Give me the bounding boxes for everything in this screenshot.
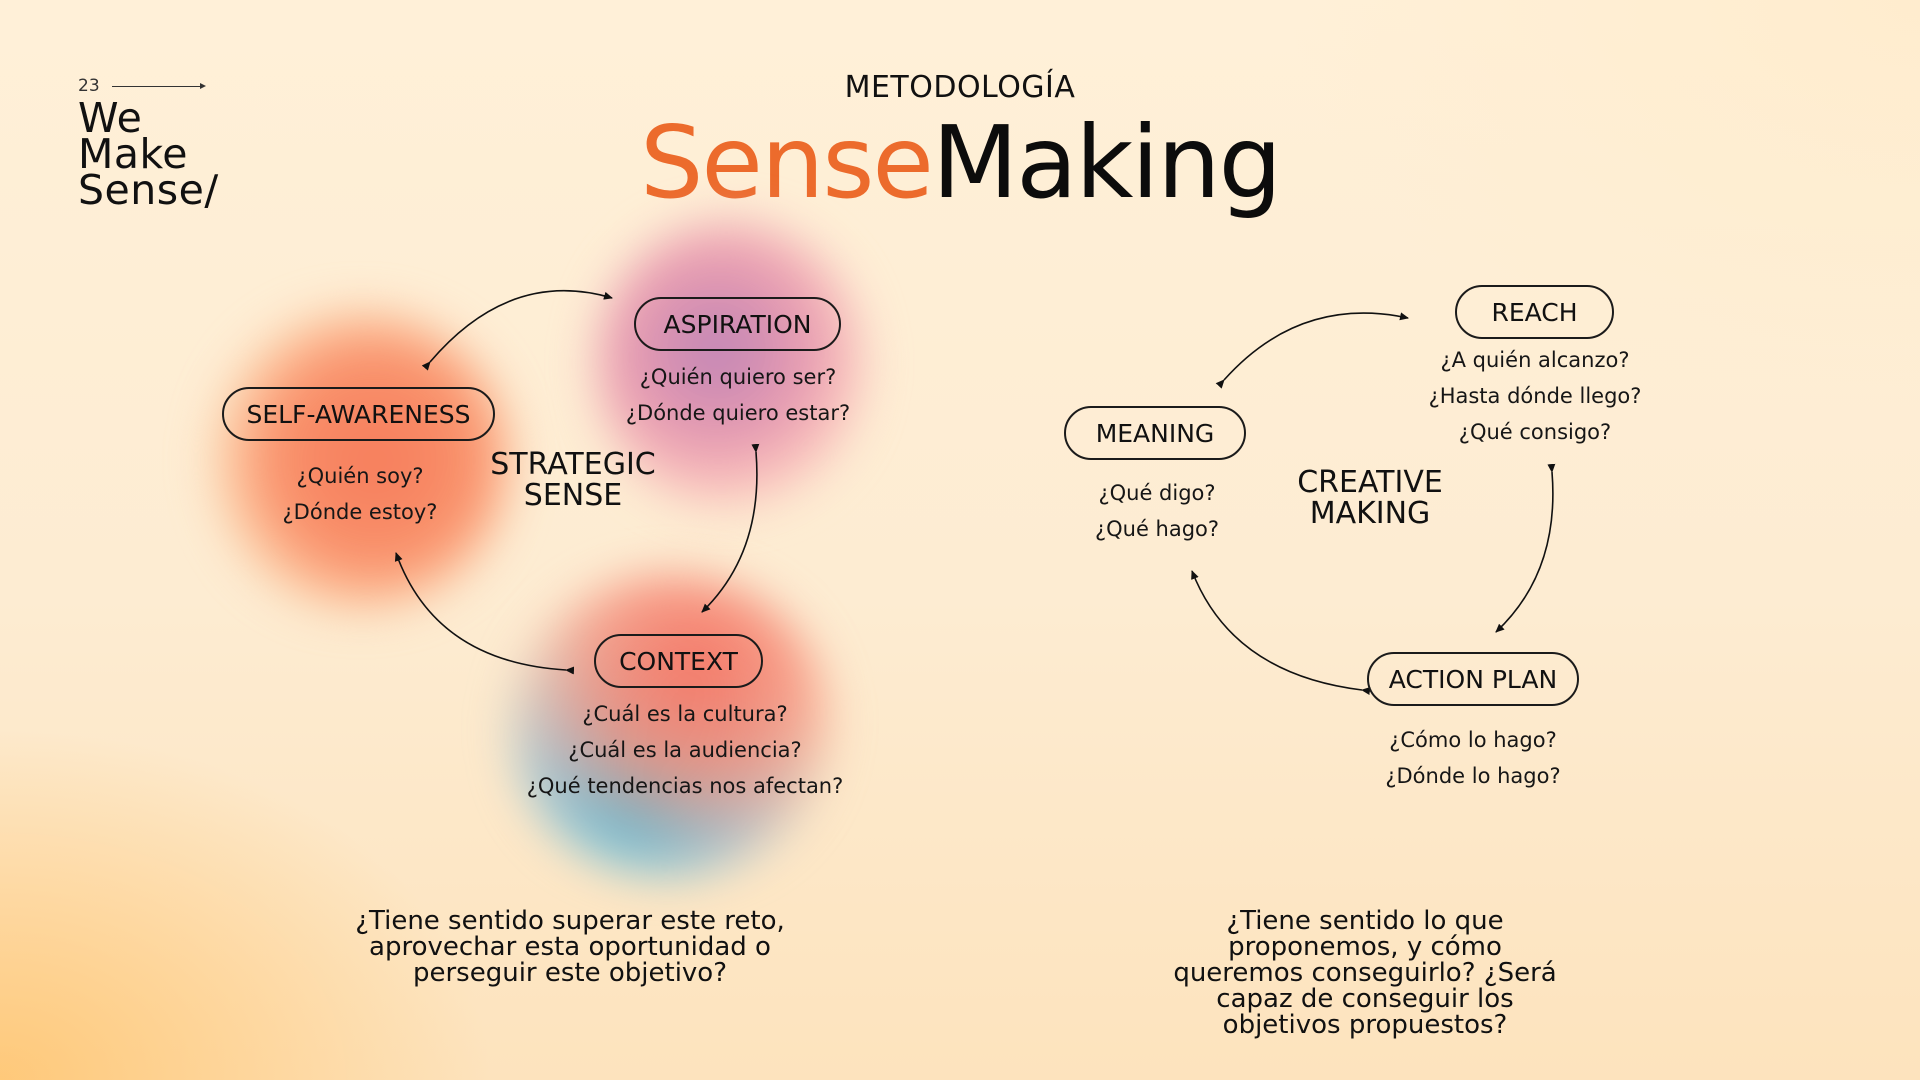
logo-line-3: Sense/ — [78, 166, 219, 214]
page-number-arrow — [112, 83, 206, 89]
page-number: 23 — [78, 76, 100, 96]
context-questions: ¿Cuál es la cultura? ¿Cuál es la audienc… — [500, 696, 870, 804]
strategic-sense-line2: SENSE — [523, 478, 623, 513]
self-awareness-questions: ¿Quién soy? ¿Dónde estoy? — [240, 458, 480, 530]
action-plan-q1: ¿Cómo lo hago? — [1389, 728, 1557, 752]
creative-making-line2: MAKING — [1309, 496, 1431, 531]
creative-bottom-line3: queremos conseguirlo? ¿Será — [1173, 958, 1557, 988]
meaning-q2: ¿Qué hago? — [1094, 517, 1220, 541]
action-plan-q2: ¿Dónde lo hago? — [1385, 764, 1561, 788]
reach-q1: ¿A quién alcanzo? — [1440, 348, 1630, 372]
strategic-bottom-line3: perseguir este objetivo? — [412, 958, 728, 988]
meaning-pill: MEANING — [1064, 406, 1246, 460]
context-q1: ¿Cuál es la cultura? — [582, 702, 788, 726]
self-awareness-q1: ¿Quién soy? — [296, 464, 424, 488]
strategic-sense-line1: STRATEGIC — [490, 447, 656, 482]
strategic-sense-label: STRATEGIC SENSE — [470, 449, 676, 511]
reach-q2: ¿Hasta dónde llego? — [1428, 384, 1642, 408]
creative-bottom-line2: proponemos, y cómo — [1228, 932, 1502, 962]
reach-questions: ¿A quién alcanzo? ¿Hasta dónde llego? ¿Q… — [1400, 342, 1670, 450]
page-kicker: METODOLOGÍA — [844, 70, 1076, 105]
action-plan-questions: ¿Cómo lo hago? ¿Dónde lo hago? — [1348, 722, 1598, 794]
title-part-sense: Sense — [639, 104, 934, 221]
reach-pill: REACH — [1455, 285, 1614, 339]
aspiration-q2: ¿Dónde quiero estar? — [625, 401, 851, 425]
aspiration-pill: ASPIRATION — [634, 297, 841, 351]
action-plan-pill: ACTION PLAN — [1367, 652, 1579, 706]
brand-logo: We Make Sense/ — [78, 94, 219, 214]
creative-making-label: CREATIVE MAKING — [1270, 467, 1470, 529]
page-title: SenseMaking — [0, 108, 1920, 218]
meaning-q1: ¿Qué digo? — [1098, 481, 1216, 505]
meaning-questions: ¿Qué digo? ¿Qué hago? — [1057, 475, 1257, 547]
context-q2: ¿Cuál es la audiencia? — [568, 738, 802, 762]
arrow-reach-to-action — [1495, 463, 1556, 633]
title-part-making: Making — [931, 104, 1282, 221]
creative-bottom-question: ¿Tiene sentido lo que proponemos, y cómo… — [1150, 908, 1580, 1038]
logo-line-1: We — [78, 94, 143, 142]
strategic-bottom-question: ¿Tiene sentido superar este reto, aprove… — [300, 908, 840, 986]
context-pill: CONTEXT — [594, 634, 763, 688]
self-awareness-pill: SELF-AWARENESS — [222, 387, 495, 441]
aspiration-q1: ¿Quién quiero ser? — [639, 365, 837, 389]
reach-q3: ¿Qué consigo? — [1458, 420, 1612, 444]
creative-bottom-line1: ¿Tiene sentido lo que — [1226, 906, 1504, 936]
creative-bottom-line4: capaz de conseguir los — [1216, 984, 1514, 1014]
arrow-meaning-to-reach — [1215, 312, 1409, 389]
creative-making-line1: CREATIVE — [1297, 465, 1443, 500]
arrow-action-to-meaning — [1191, 570, 1371, 695]
strategic-bottom-line1: ¿Tiene sentido superar este reto, — [355, 906, 785, 936]
creative-bottom-line5: objetivos propuestos? — [1222, 1010, 1508, 1040]
self-awareness-q2: ¿Dónde estoy? — [282, 500, 438, 524]
context-q3: ¿Qué tendencias nos afectan? — [526, 774, 844, 798]
aspiration-questions: ¿Quién quiero ser? ¿Dónde quiero estar? — [598, 359, 878, 431]
strategic-bottom-line2: aprovechar esta oportunidad o — [369, 932, 771, 962]
logo-line-2: Make — [78, 130, 189, 178]
